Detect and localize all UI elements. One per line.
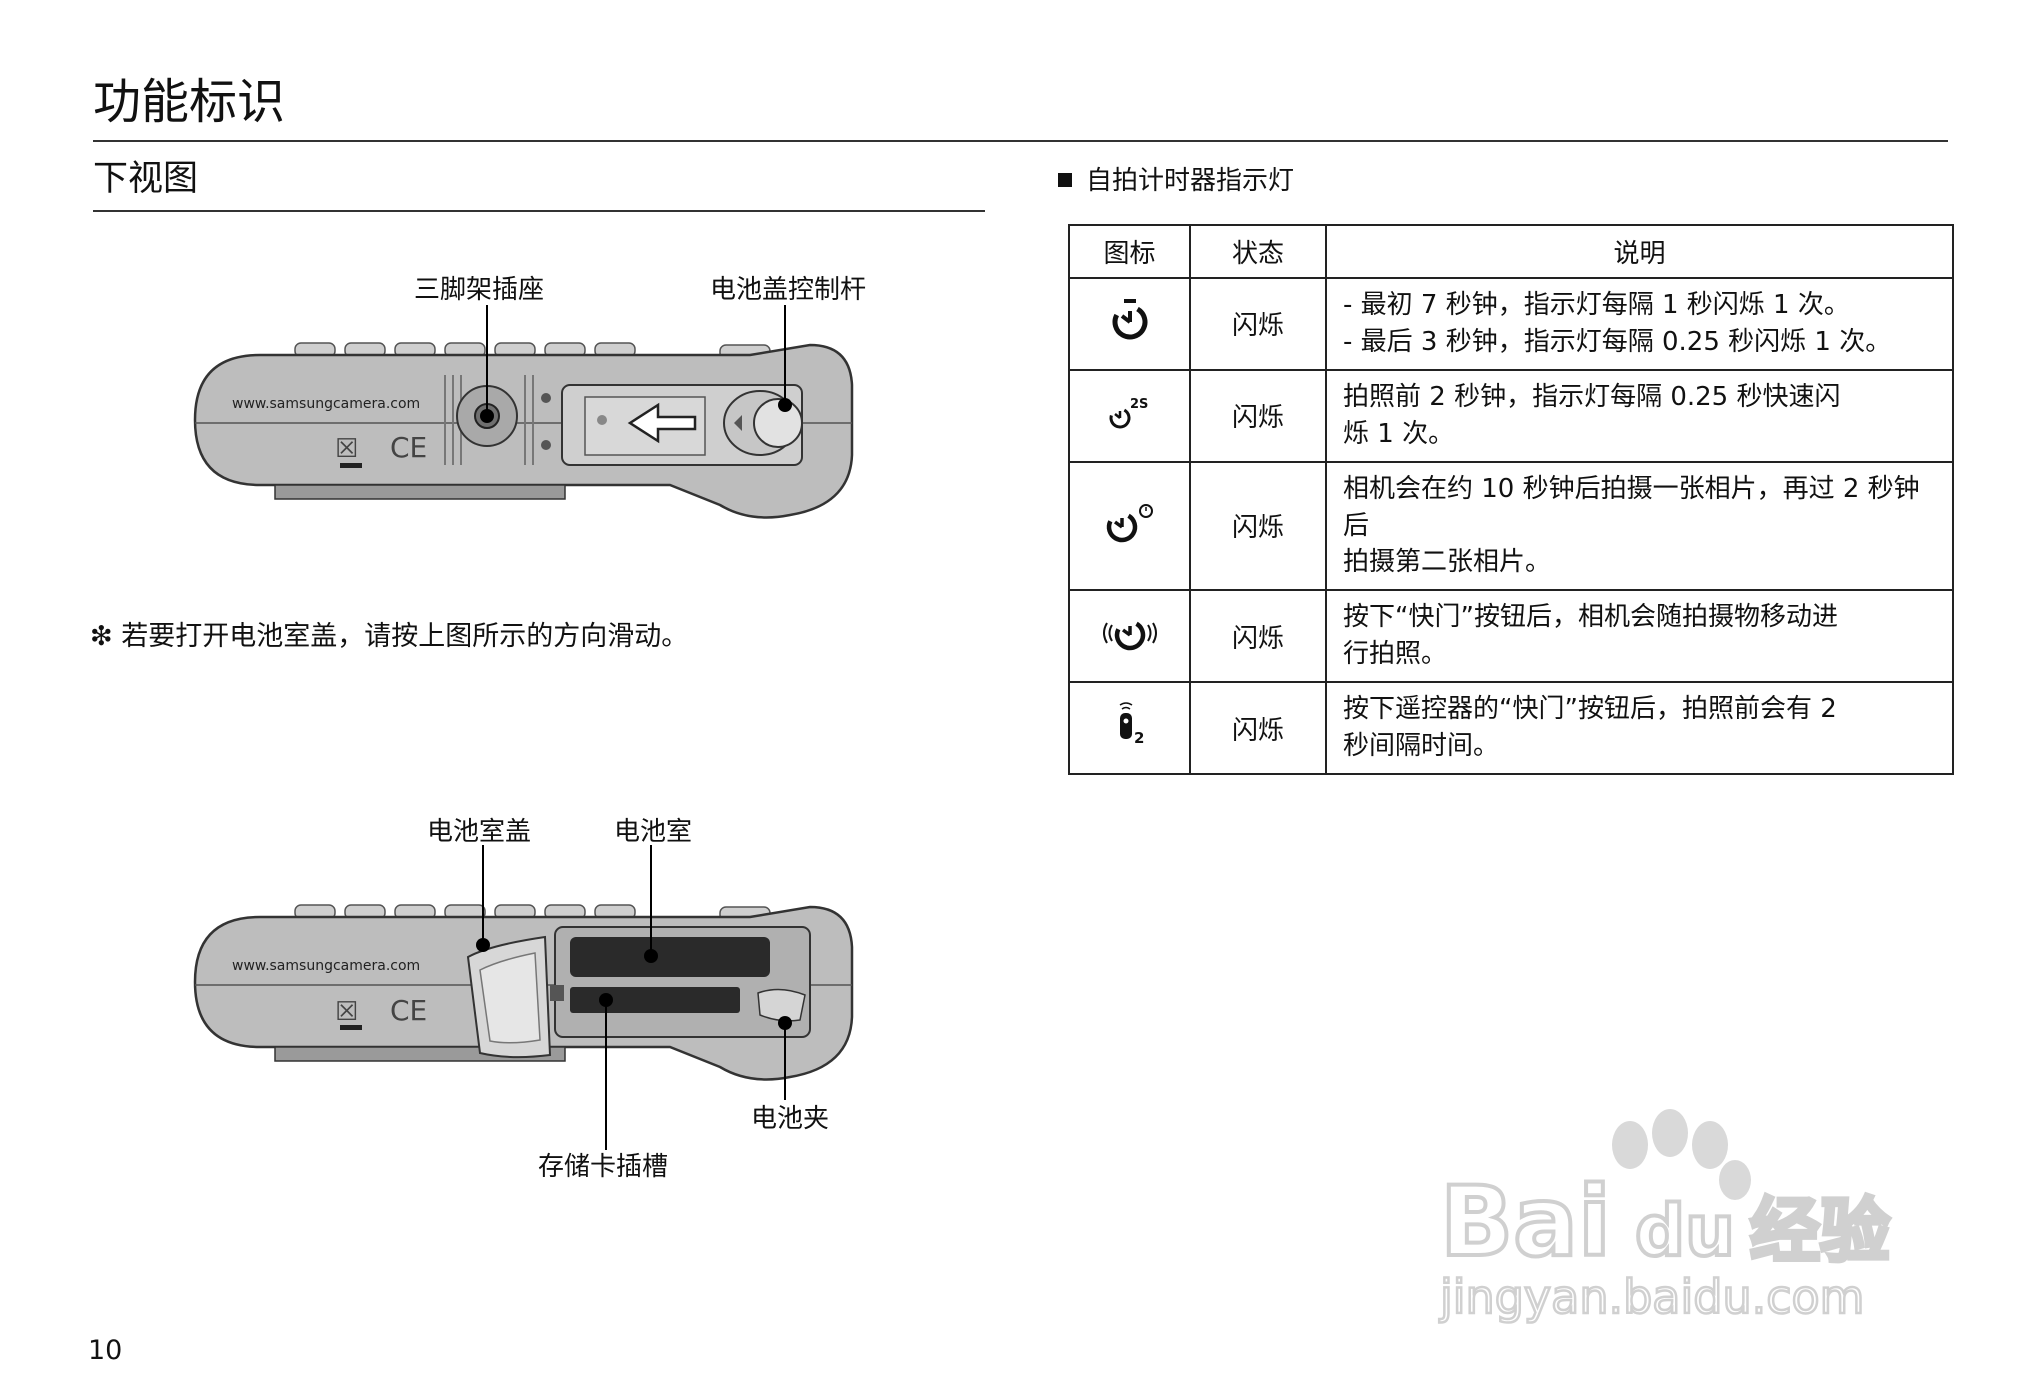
double-self-timer-icon	[1106, 504, 1153, 543]
state-cell: 闪烁	[1189, 460, 1327, 592]
battery-cover-note: ❇ 若要打开电池室盖，请按上图所示的方向滑动。	[90, 621, 689, 652]
state-cell: 闪烁	[1189, 589, 1327, 684]
self-timer-10s-icon	[1112, 299, 1147, 340]
description-cell: 按下遥控器的“快门”按钮后，拍照前会有 2 秒间隔时间。	[1325, 681, 1954, 775]
description-cell: 相机会在约 10 秒钟后拍摄一张相片，再过 2 秒钟后 拍摄第二张相片。	[1325, 460, 1954, 592]
svg-text:du: du	[1635, 1190, 1735, 1272]
battery-chamber-label: 电池室	[614, 817, 693, 847]
table-row: 2 闪烁 按下遥控器的“快门”按钮后，拍照前会有 2 秒间隔时间。	[1068, 681, 1954, 775]
samsung-url-text: www.samsungcamera.com	[232, 396, 420, 412]
svg-text:☒: ☒	[335, 434, 358, 464]
icon-cell	[1068, 460, 1191, 592]
svg-text:CE: CE	[390, 431, 427, 464]
table-row: 2S 闪烁 拍照前 2 秒钟，指示灯每隔 0.25 秒快速闪 烁 1 次。	[1068, 368, 1954, 463]
icon-cell	[1068, 277, 1191, 371]
svg-text:经验: 经验	[1750, 1190, 1890, 1272]
icon-cell	[1068, 589, 1191, 684]
state-cell: 闪烁	[1189, 277, 1327, 371]
baidu-jingyan-watermark: Bai du 经验 jingyan.baidu.com	[1438, 1109, 1892, 1325]
page-number: 10	[88, 1335, 123, 1366]
section-title: 下视图	[93, 159, 199, 199]
svg-text:2: 2	[1134, 729, 1144, 747]
memory-card-slot-label: 存储卡插槽	[538, 1152, 669, 1182]
state-cell: 闪烁	[1189, 368, 1327, 463]
table-header-row: 图标 状态 说明	[1068, 224, 1954, 279]
tripod-socket-label: 三脚架插座	[414, 275, 545, 305]
title-divider	[93, 140, 1948, 142]
table-row: 闪烁 按下“快门”按钮后，相机会随拍摄物移动进 行拍照。	[1068, 589, 1954, 684]
svg-text:☒: ☒	[335, 997, 358, 1027]
page-title: 功能标识	[93, 74, 286, 130]
table-row: 闪烁 - 最初 7 秒钟，指示灯每隔 1 秒闪烁 1 次。 - 最后 3 秒钟，…	[1068, 277, 1954, 371]
icon-cell: 2	[1068, 681, 1191, 775]
description-cell: 拍照前 2 秒钟，指示灯每隔 0.25 秒快速闪 烁 1 次。	[1325, 368, 1954, 463]
motion-timer-icon	[1102, 619, 1157, 650]
square-bullet-icon	[1058, 173, 1072, 187]
camera-bottom-open-diagram: www.samsungcamera.com ☒ CE	[193, 845, 854, 1150]
svg-text:CE: CE	[390, 994, 427, 1027]
self-timer-2s-icon: 2S	[1109, 397, 1148, 429]
remote-2s-icon: 2	[1119, 701, 1144, 747]
svg-text:Bai: Bai	[1440, 1166, 1611, 1278]
description-cell: 按下“快门”按钮后，相机会随拍摄物移动进 行拍照。	[1325, 589, 1954, 684]
table-row: 闪烁 相机会在约 10 秒钟后拍摄一张相片，再过 2 秒钟后 拍摄第二张相片。	[1068, 460, 1954, 592]
section-divider	[93, 210, 985, 212]
header-state: 状态	[1189, 224, 1327, 279]
state-cell: 闪烁	[1189, 681, 1327, 775]
self-timer-table: 图标 状态 说明 闪烁 - 最初 7 秒钟，指示灯每隔 1 秒闪烁 1 次。 -…	[1068, 224, 1954, 775]
icon-cell: 2S	[1068, 368, 1191, 463]
svg-text:jingyan.baidu.com: jingyan.baidu.com	[1439, 1270, 1865, 1324]
battery-cover-label: 电池室盖	[427, 817, 532, 847]
battery-lever-label: 电池盖控制杆	[710, 275, 867, 305]
svg-text:2S: 2S	[1130, 397, 1148, 412]
header-icon: 图标	[1068, 224, 1191, 279]
battery-holder-label: 电池夹	[751, 1104, 830, 1134]
description-cell: - 最初 7 秒钟，指示灯每隔 1 秒闪烁 1 次。 - 最后 3 秒钟，指示灯…	[1325, 277, 1954, 371]
self-timer-heading: 自拍计时器指示灯	[1058, 168, 1294, 194]
samsung-url-text-2: www.samsungcamera.com	[232, 958, 420, 974]
header-description: 说明	[1325, 224, 1954, 279]
camera-bottom-closed-diagram: www.samsungcamera.com ☒ CE	[193, 305, 854, 519]
